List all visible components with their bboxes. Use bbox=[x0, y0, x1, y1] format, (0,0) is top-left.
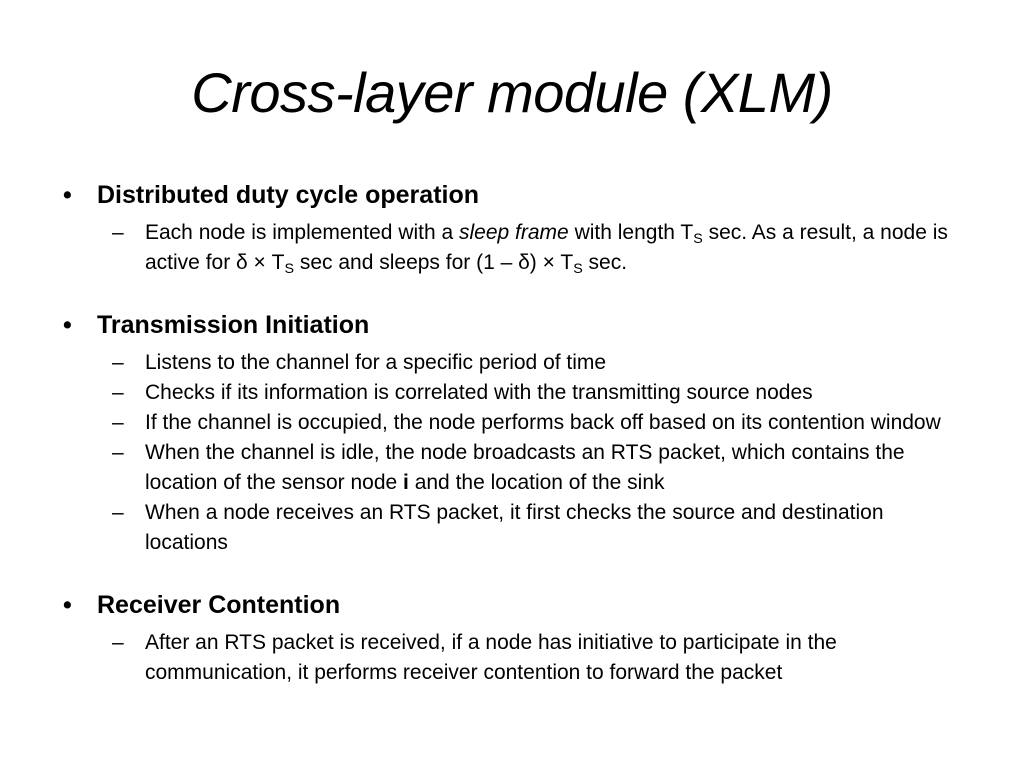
list-item-text: Each node is implemented with a sleep fr… bbox=[145, 221, 948, 277]
emphasis-node-i: i bbox=[403, 471, 409, 494]
list-item: – Checks if its information is correlate… bbox=[55, 378, 970, 408]
section-heading-label: Receiver Contention bbox=[97, 591, 341, 619]
dash-icon: – bbox=[112, 441, 124, 464]
dash-icon: – bbox=[112, 221, 124, 244]
list-item-text: After an RTS packet is received, if a no… bbox=[145, 631, 837, 684]
list-item: – If the channel is occupied, the node p… bbox=[55, 408, 970, 438]
section-heading-label: Transmission Initiation bbox=[97, 311, 370, 339]
section-transmission-initiation: • Transmission Initiation – Listens to t… bbox=[55, 308, 970, 558]
list-item-text: Checks if its information is correlated … bbox=[145, 381, 813, 404]
list-item-text: If the channel is occupied, the node per… bbox=[145, 411, 941, 434]
bullet-icon: • bbox=[63, 591, 72, 619]
list-item-text: When a node receives an RTS packet, it f… bbox=[145, 501, 884, 554]
dash-icon: – bbox=[112, 501, 124, 524]
list-item: – Listens to the channel for a specific … bbox=[55, 348, 970, 378]
list-item: – After an RTS packet is received, if a … bbox=[55, 628, 970, 688]
dash-icon: – bbox=[112, 631, 124, 654]
bullet-icon: • bbox=[63, 311, 72, 339]
section-receiver-contention: • Receiver Contention – After an RTS pac… bbox=[55, 588, 970, 688]
dash-icon: – bbox=[112, 381, 124, 404]
list-item: – Each node is implemented with a sleep … bbox=[55, 218, 970, 278]
text-part-d: sec and sleeps for (1 – δ) × T bbox=[294, 251, 574, 274]
section-heading: • Transmission Initiation bbox=[55, 308, 970, 342]
emphasis-sleep-frame: sleep frame bbox=[459, 221, 569, 244]
list-item: – When the channel is idle, the node bro… bbox=[55, 438, 970, 498]
dash-icon: – bbox=[112, 351, 124, 374]
text-part-pre: When the channel is idle, the node broad… bbox=[145, 441, 905, 494]
section-heading-label: Distributed duty cycle operation bbox=[97, 181, 480, 209]
text-part-c: sec. As a result, a node is active for δ… bbox=[145, 221, 948, 274]
slide-body: • Distributed duty cycle operation – Eac… bbox=[55, 178, 970, 688]
text-part-e: sec. bbox=[582, 251, 628, 274]
subscript-s-3: S bbox=[573, 260, 583, 277]
sub-bullet-list: – Listens to the channel for a specific … bbox=[55, 348, 970, 558]
section-heading: • Distributed duty cycle operation bbox=[55, 178, 970, 212]
text-part-a: Each node is implemented with a bbox=[145, 221, 460, 244]
bullet-icon: • bbox=[63, 181, 72, 209]
list-item: – When a node receives an RTS packet, it… bbox=[55, 498, 970, 558]
text-part-post: and the location of the sink bbox=[408, 471, 665, 494]
subscript-s-2: S bbox=[284, 260, 294, 277]
sub-bullet-list: – After an RTS packet is received, if a … bbox=[55, 628, 970, 688]
sub-bullet-list: – Each node is implemented with a sleep … bbox=[55, 218, 970, 278]
list-item-text: When the channel is idle, the node broad… bbox=[145, 441, 905, 494]
section-distributed-duty-cycle: • Distributed duty cycle operation – Eac… bbox=[55, 178, 970, 278]
list-item-text: Listens to the channel for a specific pe… bbox=[145, 351, 607, 374]
subscript-s-1: S bbox=[693, 230, 703, 247]
section-heading: • Receiver Contention bbox=[55, 588, 970, 622]
text-part-b: with length T bbox=[568, 221, 694, 244]
page-title: Cross-layer module (XLM) bbox=[191, 61, 833, 124]
dash-icon: – bbox=[112, 411, 124, 434]
